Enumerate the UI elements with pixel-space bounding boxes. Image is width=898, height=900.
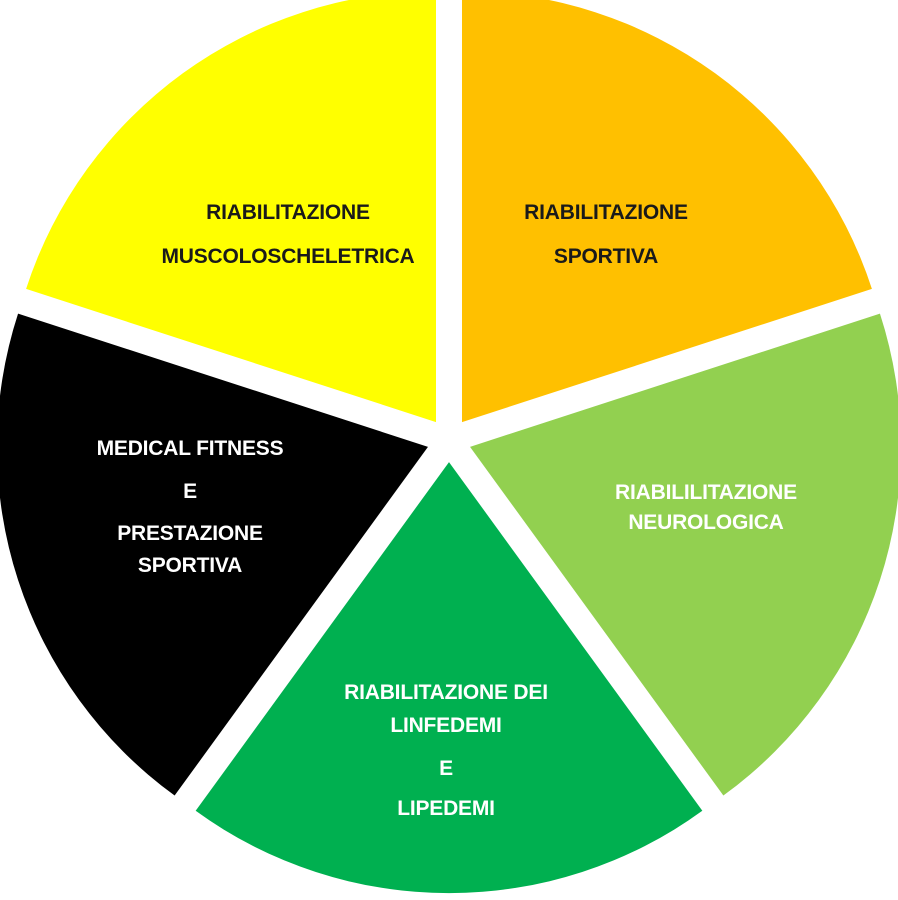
segment-label-line: E xyxy=(439,757,453,780)
segment-label-line: LIPEDEMI xyxy=(397,797,495,820)
segment-medical-fitness xyxy=(0,313,428,796)
segment-label-line: NEUROLOGICA xyxy=(628,511,783,534)
segment-label-line: SPORTIVA xyxy=(138,554,242,577)
segment-label-line: RIABILILITAZIONE xyxy=(615,481,797,504)
segment-label-line: RIABILITAZIONE DEI xyxy=(344,681,548,704)
segment-label-line: SPORTIVA xyxy=(554,245,658,268)
segment-label-line: RIABILITAZIONE xyxy=(524,201,688,224)
segment-muscoloscheletrica xyxy=(26,0,436,423)
segment-label-linfedemi: RIABILITAZIONE DEI LINFEDEMI E LIPEDEMI xyxy=(344,681,548,820)
segment-label-neurologica: RIABILILITAZIONE NEUROLOGICA xyxy=(615,481,797,534)
segment-label-line: MUSCOLOSCHELETRICA xyxy=(161,245,414,268)
segment-label-sportiva: RIABILITAZIONE SPORTIVA xyxy=(524,201,688,268)
segment-label-muscoloscheletrica: RIABILITAZIONE MUSCOLOSCHELETRICA xyxy=(161,201,414,268)
segment-linfedemi xyxy=(195,462,703,894)
segment-label-line: PRESTAZIONE xyxy=(117,522,263,545)
segment-label-line: RIABILITAZIONE xyxy=(206,201,370,224)
segment-sportiva xyxy=(462,0,872,423)
segment-label-medical-fitness: MEDICAL FITNESS E PRESTAZIONE SPORTIVA xyxy=(97,437,284,577)
segment-label-line: MEDICAL FITNESS xyxy=(97,437,284,460)
segment-label-line: E xyxy=(183,480,197,503)
segment-label-line: LINFEDEMI xyxy=(390,714,501,737)
segment-neurologica xyxy=(470,313,898,796)
